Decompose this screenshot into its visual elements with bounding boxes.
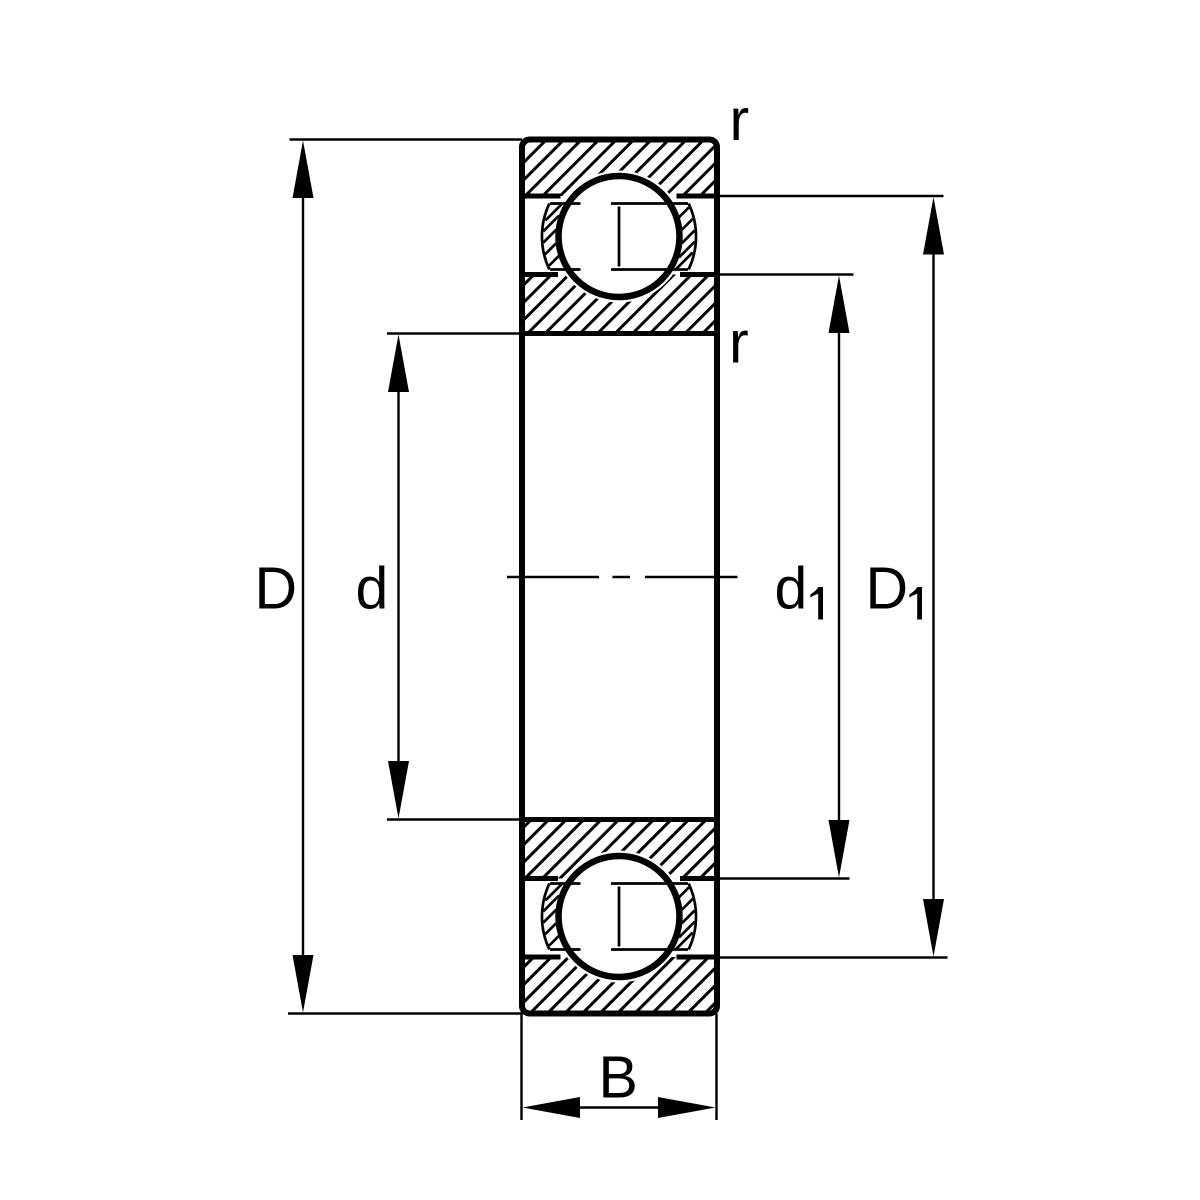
svg-text:d: d bbox=[356, 556, 389, 622]
svg-text:r: r bbox=[729, 310, 749, 376]
svg-text:B: B bbox=[599, 1045, 638, 1111]
svg-text:d: d bbox=[775, 556, 808, 622]
svg-text:r: r bbox=[730, 87, 750, 153]
svg-text:D: D bbox=[255, 556, 298, 622]
svg-text:D: D bbox=[866, 556, 909, 622]
